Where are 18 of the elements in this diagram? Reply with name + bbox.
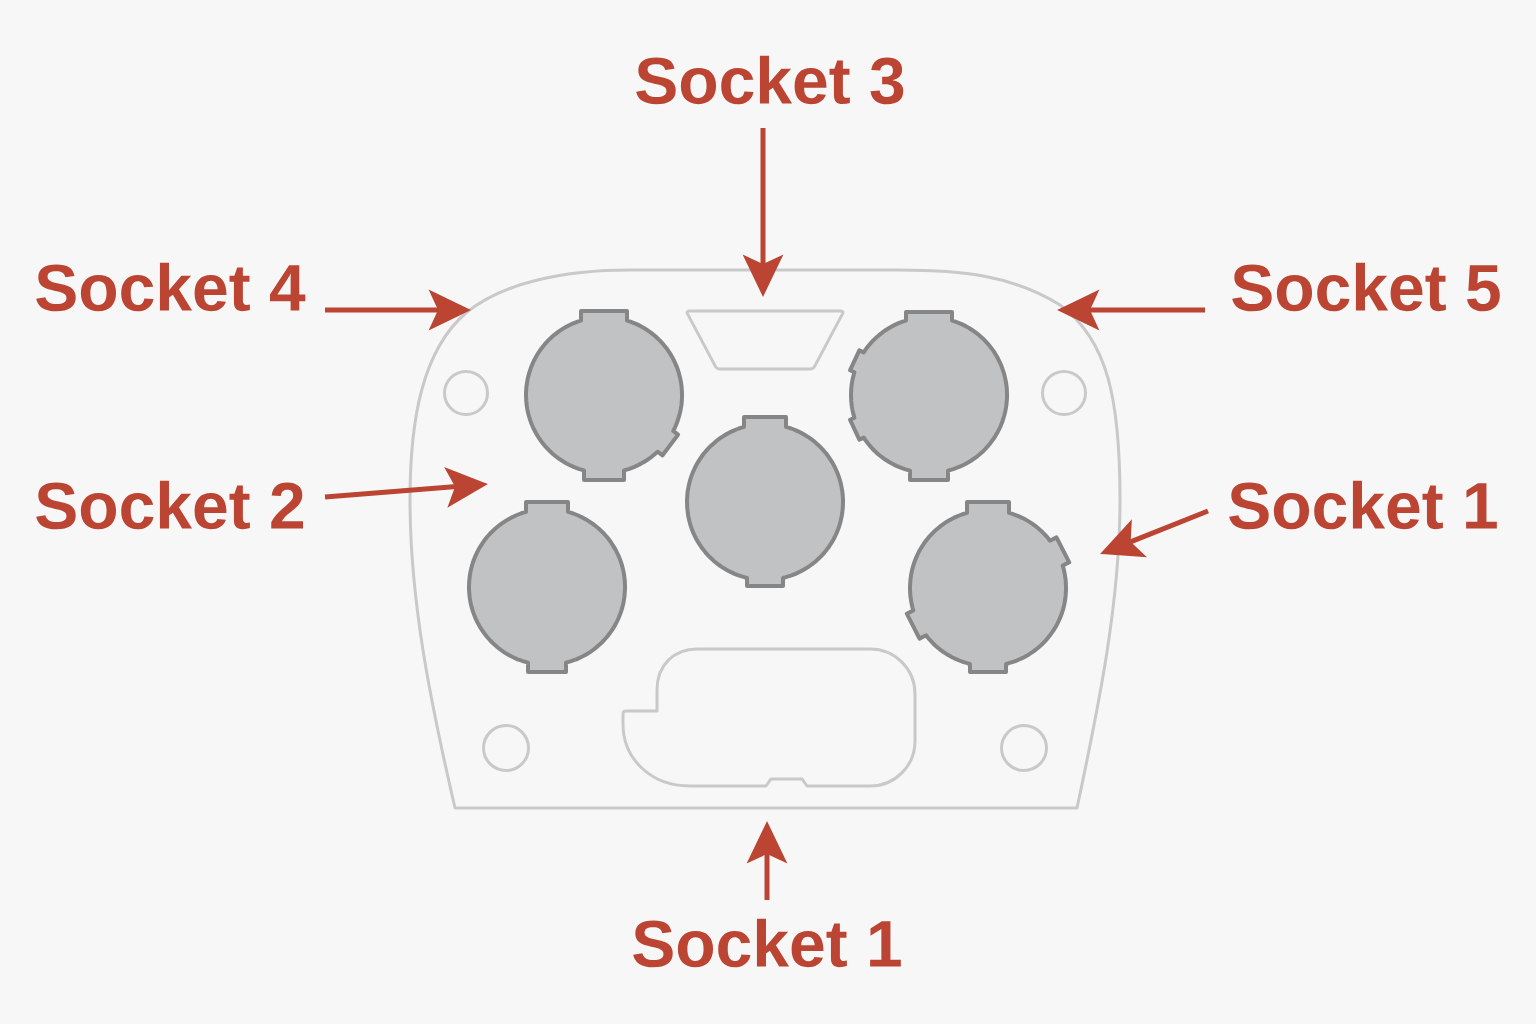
socket <box>904 500 1072 674</box>
mounting-hole <box>482 724 530 772</box>
socket <box>524 309 684 482</box>
mounting-hole <box>443 370 489 416</box>
socket-label: Socket 2 <box>36 480 304 530</box>
mounting-hole <box>1041 370 1087 416</box>
faceplate <box>408 268 1122 810</box>
socket-label: Socket 1 <box>633 918 901 968</box>
socket-label: Socket 3 <box>636 55 904 105</box>
trapezoid-cutout <box>685 309 845 371</box>
socket <box>467 500 627 674</box>
socket <box>685 415 845 588</box>
cutout <box>621 647 917 788</box>
socket-label: Socket 4 <box>36 262 306 312</box>
socket-label: Socket 1 <box>1229 480 1497 530</box>
socket-label: Socket 5 <box>1232 262 1500 312</box>
mounting-hole <box>1000 724 1048 772</box>
socket <box>848 310 1009 482</box>
